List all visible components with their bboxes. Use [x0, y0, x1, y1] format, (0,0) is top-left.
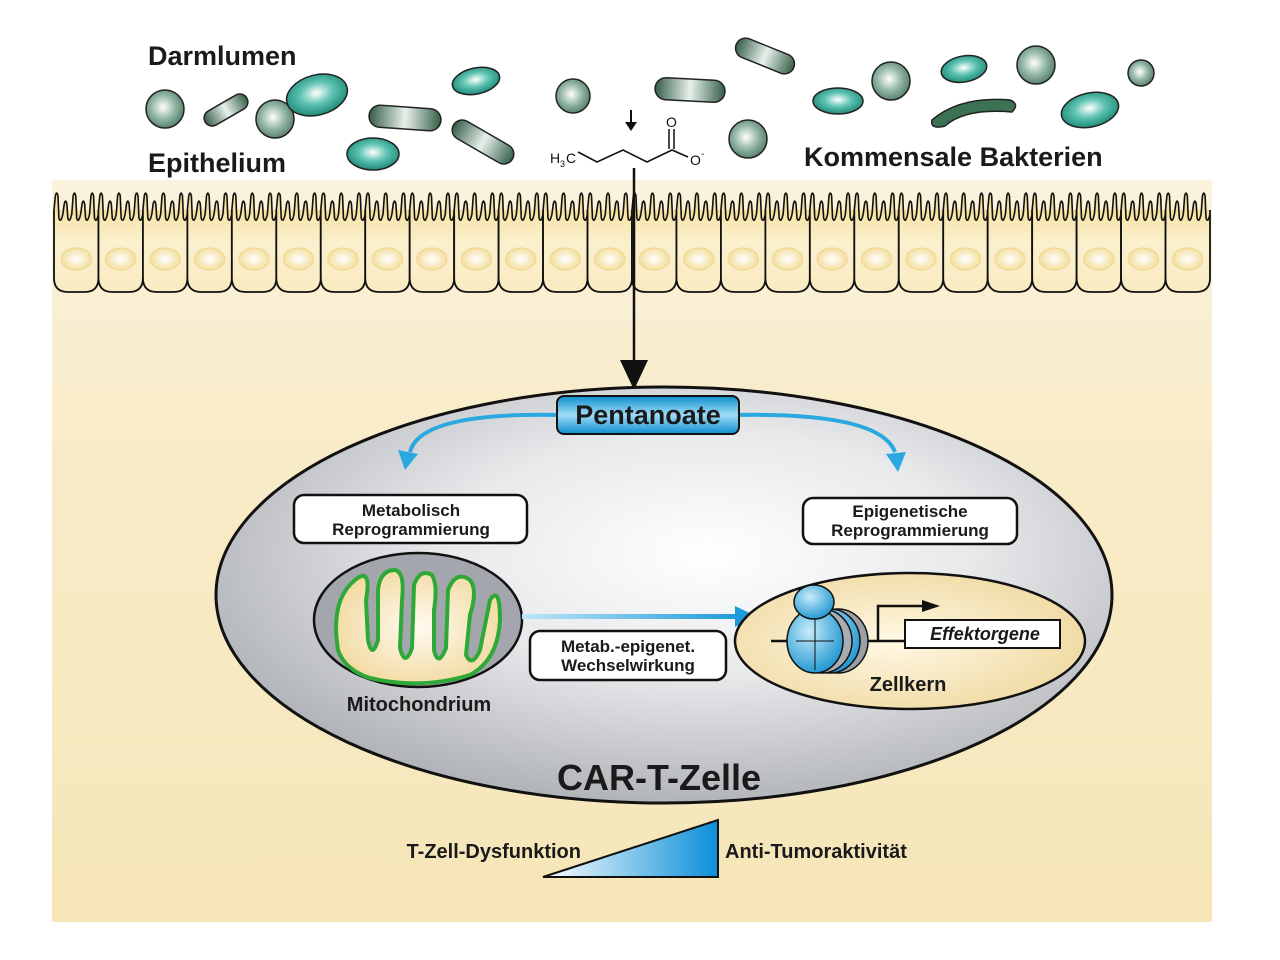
bacterium-rod	[368, 104, 442, 132]
bacterium-oval	[1060, 91, 1120, 129]
metabolic-label-line1: Metabolisch	[362, 501, 460, 520]
bacterium-coccus	[555, 78, 591, 114]
epithelial-cell	[586, 192, 633, 293]
epithelial-cell	[897, 192, 945, 293]
epithelial-cell	[142, 192, 189, 293]
bacterium-curved	[931, 98, 1017, 128]
mitochondrion-label: Mitochondrium	[347, 694, 491, 716]
epigenetic-label-line2: Reprogrammierung	[831, 521, 989, 540]
pentanoate-label: Pentanoate	[575, 400, 721, 430]
epithelium-label: Epithelium	[148, 148, 286, 178]
epithelial-cell	[453, 192, 500, 293]
epithelial-cell	[275, 192, 322, 293]
effector-genes-label: Effektorgene	[930, 624, 1040, 644]
bacterium-oval	[285, 73, 349, 117]
epithelial-cell	[364, 192, 411, 293]
anti-tumor-label: Anti-Tumoraktivität	[725, 841, 907, 863]
metabolic-label-line2: Reprogrammierung	[332, 520, 490, 539]
epithelial-cell	[720, 192, 767, 293]
dysfunction-label: T-Zell-Dysfunktion	[407, 841, 581, 863]
transcription-start-arrow	[876, 600, 940, 641]
epithelial-cell	[53, 192, 100, 293]
epithelial-cell	[497, 192, 544, 293]
bacterium-coccus	[1016, 45, 1056, 85]
metabolic-reprogramming-box	[292, 493, 529, 545]
crosstalk-arrow	[522, 614, 740, 619]
molecule-methyl-h: H	[550, 150, 560, 166]
bacterium-oval	[451, 66, 501, 96]
epithelial-cell	[853, 192, 900, 293]
epithelial-cell	[1031, 192, 1078, 293]
transport-arrow	[620, 168, 648, 390]
epigenetic-reprogramming-box	[801, 496, 1019, 546]
epithelial-cell	[319, 192, 367, 293]
epithelium-layer	[53, 192, 1211, 293]
molecule-charge: -	[701, 149, 704, 160]
molecule-oxygen-double: O	[666, 114, 677, 130]
bacterium-oval	[346, 137, 400, 171]
pentanoate-molecule: H 3 C O O -	[550, 110, 704, 169]
epithelial-cell	[230, 192, 278, 293]
bacterium-rod	[654, 76, 726, 104]
crosstalk-box	[528, 629, 728, 682]
metabolic-arrowhead-icon	[398, 450, 418, 470]
epithelial-cell	[1120, 192, 1167, 293]
epithelial-cell	[1075, 192, 1122, 293]
molecule-methyl-c: C	[566, 150, 576, 166]
epithelial-cell	[97, 192, 144, 293]
effector-genes-box	[904, 619, 1061, 649]
epigenetic-arrowhead-icon	[886, 452, 906, 472]
molecule-methyl-sub: 3	[560, 159, 565, 169]
bacterium-coccus	[255, 99, 295, 139]
bacteria-label: Kommensale Bakterien	[804, 142, 1103, 172]
epigenetic-label-line1: Epigenetische	[852, 502, 967, 521]
bacterium-oval	[812, 87, 864, 115]
bacterium-oval	[940, 54, 988, 84]
epigenetic-pathway-arrow	[734, 412, 897, 453]
molecule-oxygen-single: O	[690, 152, 701, 168]
epithelial-cell	[1164, 192, 1211, 293]
car-t-cell-label: CAR-T-Zelle	[557, 757, 761, 798]
metabolic-pathway-arrow	[408, 412, 561, 453]
bacterium-coccus	[1127, 59, 1155, 87]
bacteria-group	[145, 37, 1155, 171]
bacterium-rod	[451, 119, 515, 165]
epithelial-cell	[942, 192, 989, 293]
epithelial-cell	[542, 192, 589, 293]
bacterium-coccus	[145, 89, 185, 129]
gradient-wedge	[542, 818, 719, 878]
bacterium-rod	[734, 37, 796, 75]
epithelial-cell	[408, 192, 456, 293]
bacterium-coccus	[871, 61, 911, 101]
bacterium-coccus	[728, 119, 768, 159]
nucleus-label: Zellkern	[870, 674, 947, 696]
bacterium-rod	[203, 93, 249, 127]
epithelial-cell	[764, 192, 811, 293]
epithelial-cell	[675, 192, 722, 293]
nucleosome	[771, 584, 905, 674]
lumen-label: Darmlumen	[148, 41, 297, 71]
pentanoate-badge	[556, 395, 740, 435]
epithelial-cell	[808, 192, 856, 293]
mitochondrion	[312, 551, 524, 689]
epithelial-cell	[986, 192, 1034, 293]
epithelial-cell	[631, 192, 678, 293]
crosstalk-label-line1: Metab.-epigenet.	[561, 637, 695, 656]
crosstalk-label-line2: Wechselwirkung	[561, 656, 695, 675]
epithelial-cell	[186, 192, 233, 293]
